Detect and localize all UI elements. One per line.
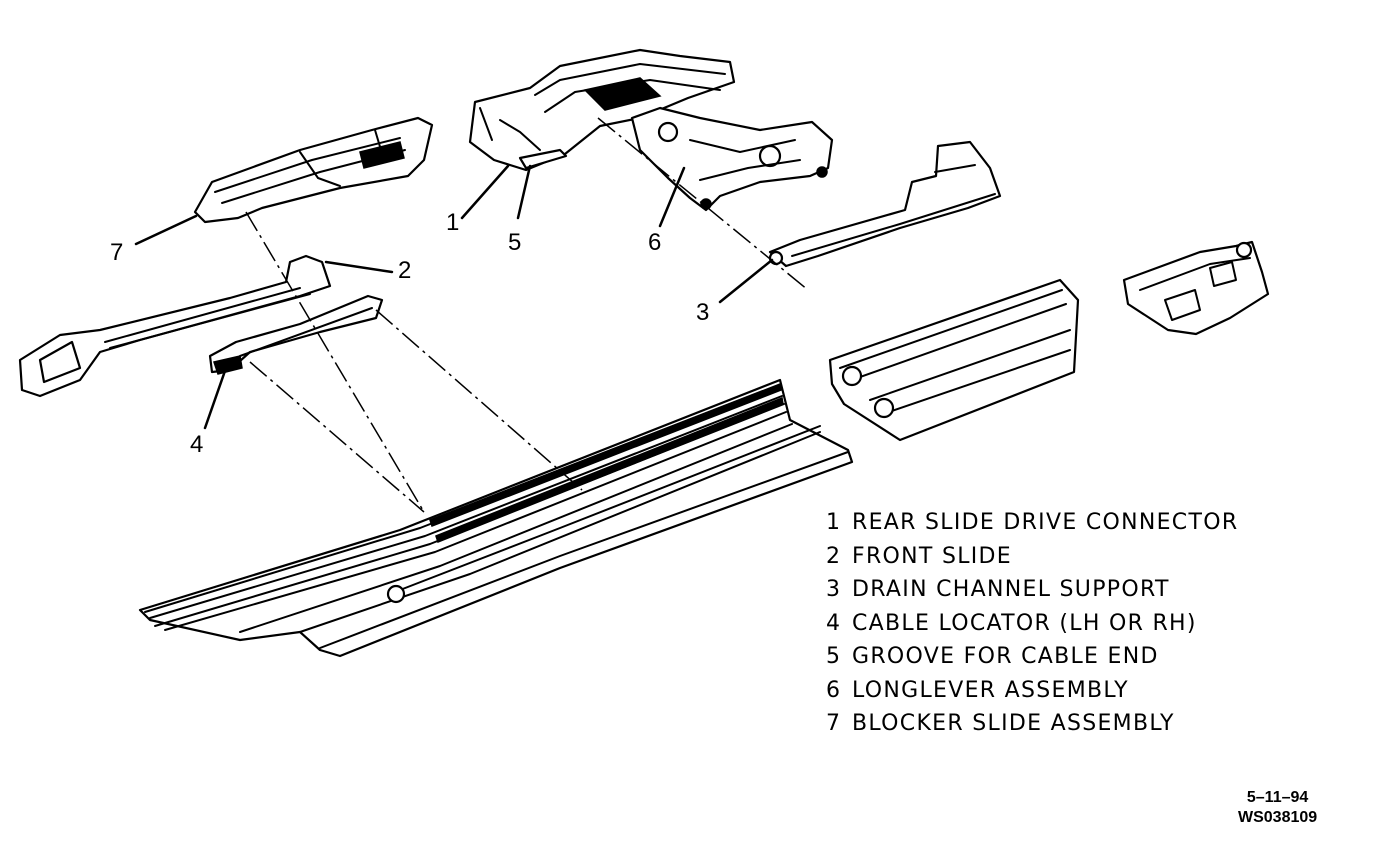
legend-item: 5 GROOVE FOR CABLE END (826, 640, 1238, 674)
callout-labels: 1 2 3 4 5 6 7 (110, 209, 709, 458)
legend-item: 6 LONGLEVER ASSEMBLY (826, 674, 1238, 708)
legend-number: 5 (826, 644, 842, 669)
legend-label: BLOCKER SLIDE ASSEMBLY (852, 711, 1175, 736)
legend-label: LONGLEVER ASSEMBLY (852, 677, 1129, 703)
leader-lines (134, 164, 774, 430)
legend-number: 6 (826, 677, 842, 703)
legend-item: 2 FRONT SLIDE (826, 540, 1238, 574)
rear-bracket (1122, 240, 1270, 336)
callout-3: 3 (696, 299, 709, 326)
legend-number: 3 (826, 577, 842, 602)
main-track (138, 378, 854, 658)
legend-label: REAR SLIDE DRIVE CONNECTOR (852, 510, 1239, 535)
drain-channel-support (768, 140, 1002, 268)
legend-item: 4 CABLE LOCATOR (LH OR RH) (826, 607, 1238, 641)
alignment-centerlines (245, 117, 809, 513)
longlever-assembly (630, 106, 834, 212)
front-slide (18, 254, 332, 398)
short-track-section (828, 278, 1080, 442)
legend-item: 7 BLOCKER SLIDE ASSEMBLY (826, 707, 1238, 741)
legend-item: 1 REAR SLIDE DRIVE CONNECTOR (826, 506, 1238, 540)
callout-6: 6 (648, 229, 661, 256)
legend-label: FRONT SLIDE (852, 543, 1012, 569)
legend-number: 7 (826, 711, 842, 736)
legend-number: 2 (826, 543, 842, 569)
callout-7: 7 (110, 239, 123, 266)
blocker-slide-assembly (193, 116, 434, 224)
parts-legend: 1 REAR SLIDE DRIVE CONNECTOR 2 FRONT SLIDE… (826, 506, 1238, 741)
legend-number: 1 (826, 510, 842, 535)
rear-slide-drive-connector (468, 48, 736, 172)
callout-2: 2 (398, 257, 411, 284)
stamp-date: 5–11–94 (1246, 789, 1309, 806)
callout-4: 4 (190, 431, 203, 458)
legend-number: 4 (826, 610, 842, 636)
stamp-code: WS038109 (1238, 809, 1318, 826)
callout-1: 1 (446, 209, 459, 236)
legend-label: CABLE LOCATOR (LH OR RH) (852, 610, 1197, 636)
legend-label: DRAIN CHANNEL SUPPORT (852, 577, 1170, 602)
legend-item: 3 DRAIN CHANNEL SUPPORT (826, 573, 1238, 607)
legend-label: GROOVE FOR CABLE END (852, 644, 1159, 669)
callout-5: 5 (508, 229, 521, 256)
figure-stamp: 5–11–94 WS038109 (1238, 788, 1317, 828)
